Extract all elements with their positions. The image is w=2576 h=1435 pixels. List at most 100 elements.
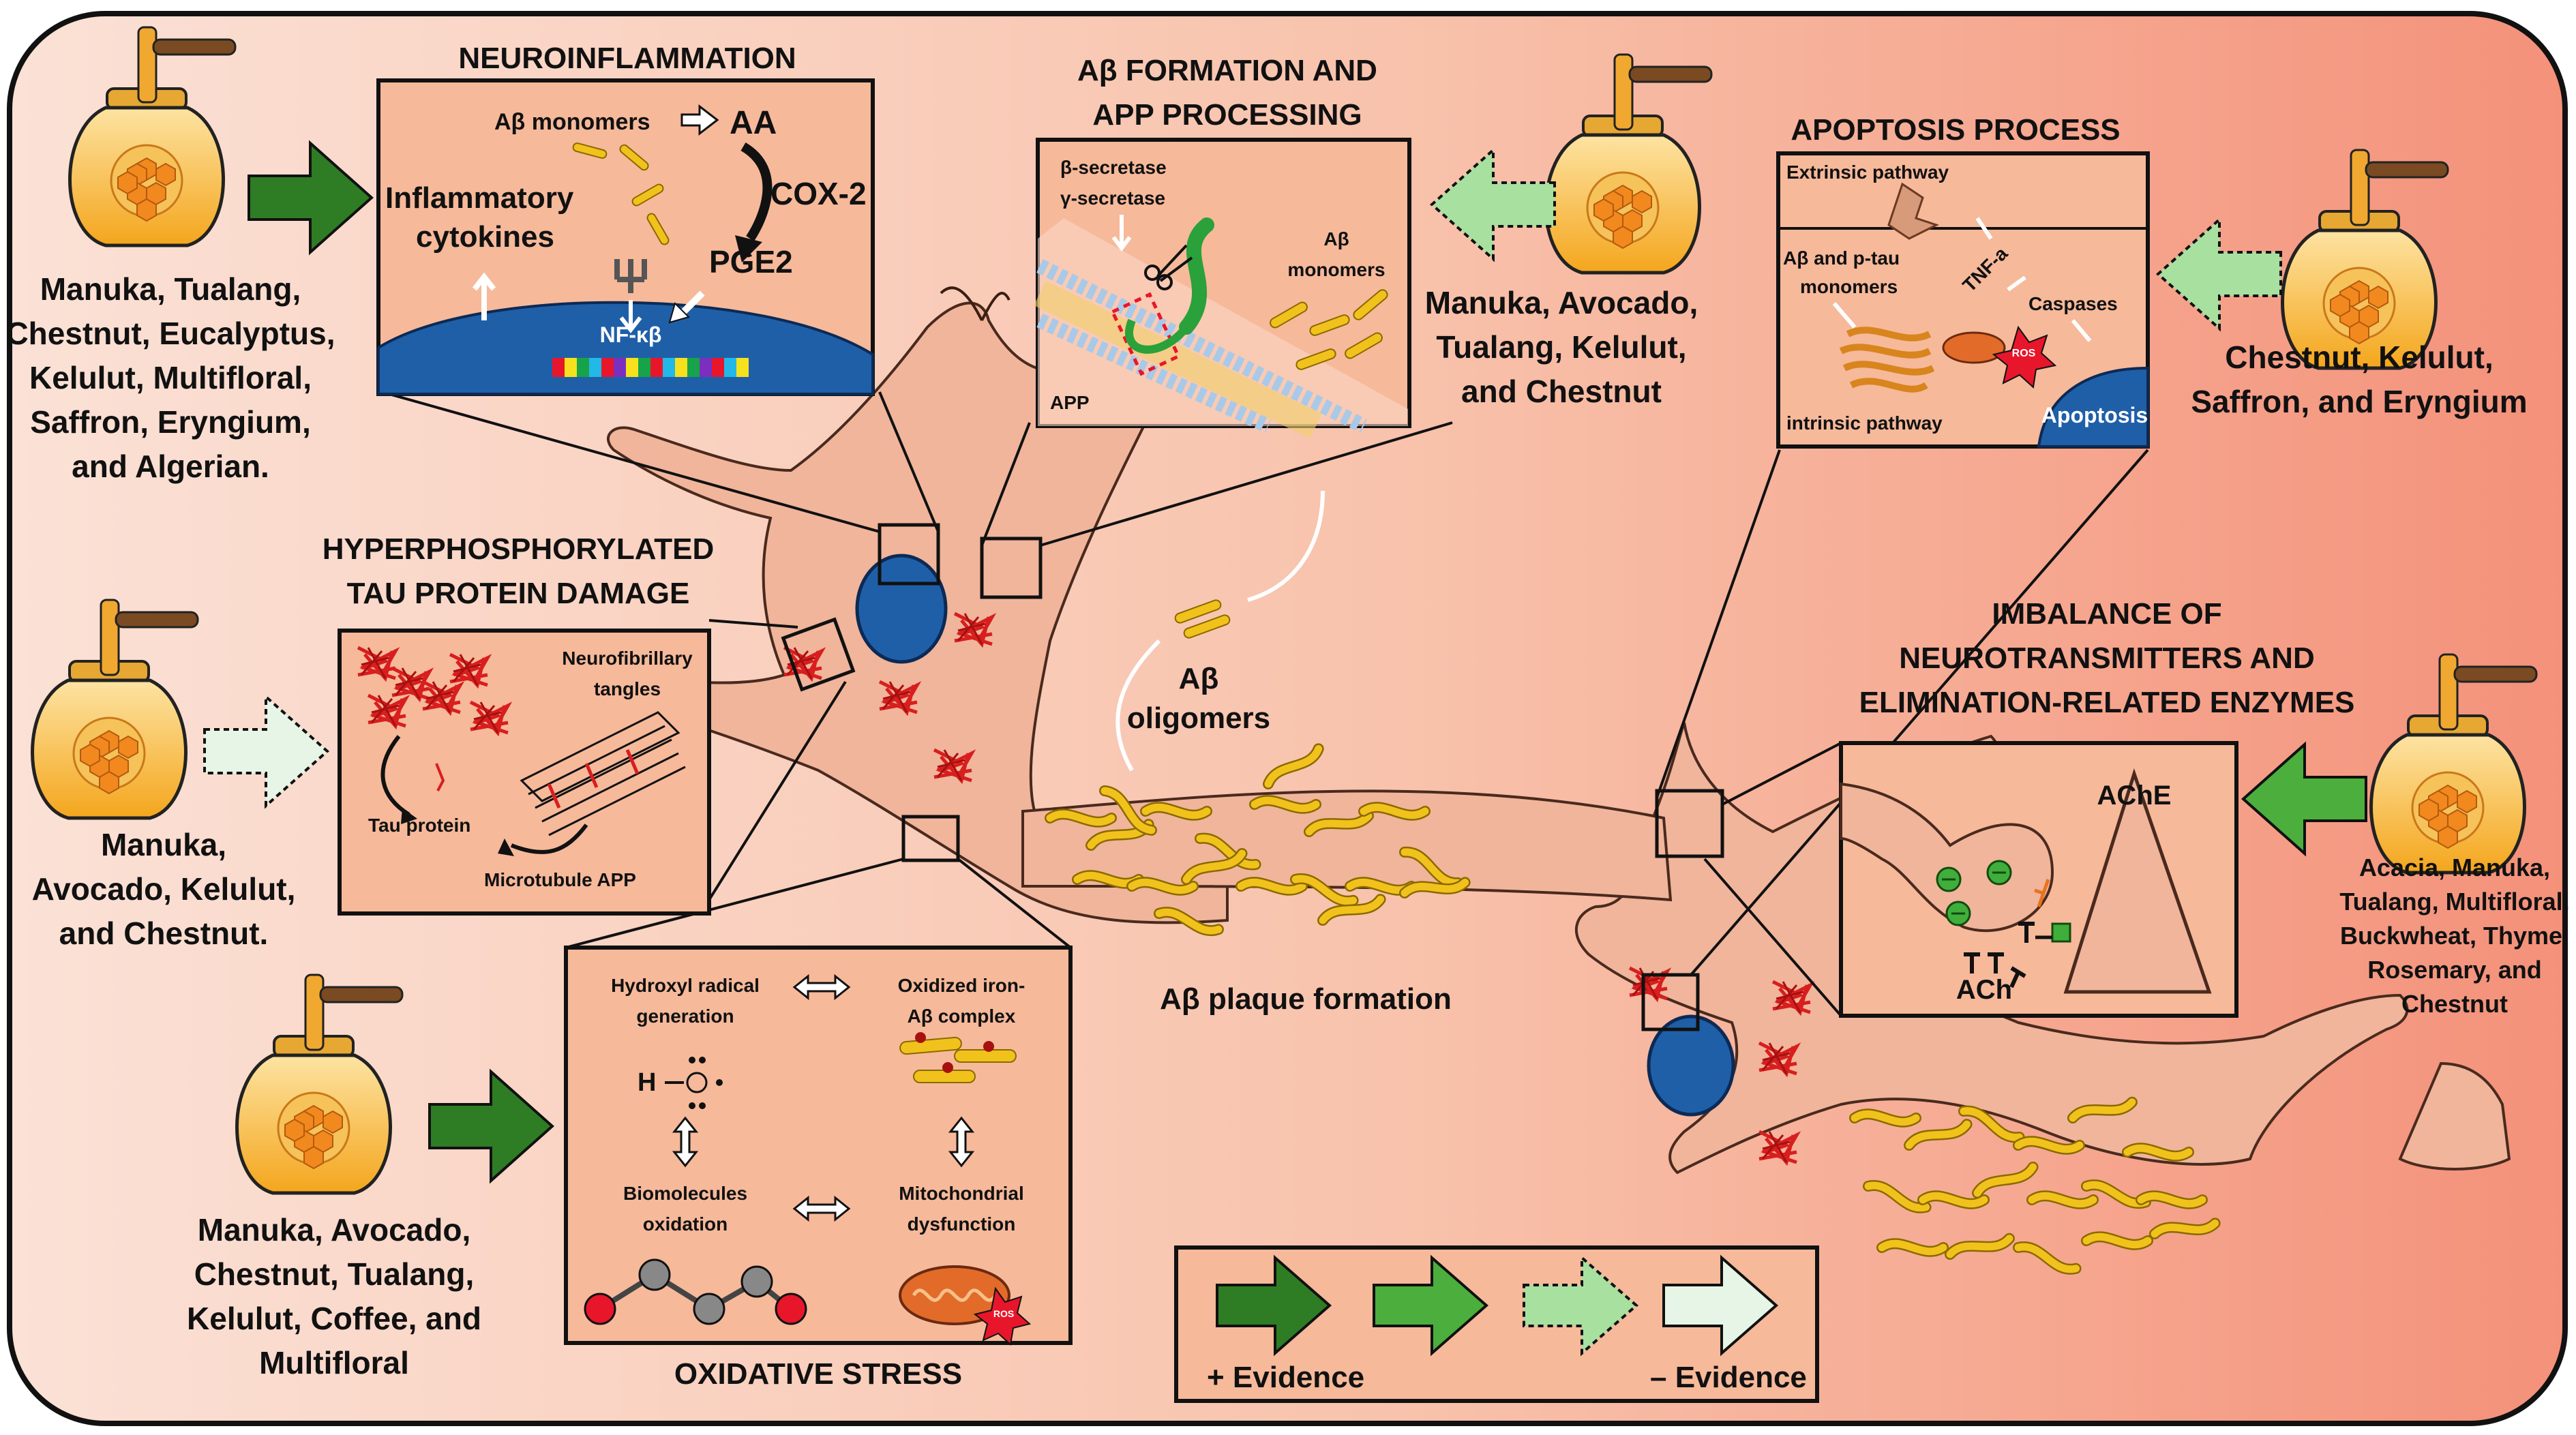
scissors-icon	[2034, 879, 2050, 907]
honey-list-oxidative: Manuka, Avocado, Chestnut, Tualang, Kelu…	[187, 1212, 481, 1380]
ab-monomers-label: Aβ monomers	[494, 109, 650, 135]
postsynaptic-neuron	[2063, 768, 2212, 994]
ros-burst-icon	[973, 1286, 1032, 1346]
honey-list-neurotransmitters: Acacia, Manuka, Tualang, Multifloral, Bu…	[2339, 854, 2569, 1018]
bidirectional-arrow-icon	[672, 1116, 699, 1168]
honey-list-line: Manuka,	[101, 827, 226, 862]
honey-list-line: Multifloral	[259, 1345, 409, 1380]
honey-list-line: Chestnut	[2401, 990, 2508, 1018]
beta-secretase-label: β-secretase	[1060, 157, 1167, 178]
oligomers-label: oligomers	[1127, 701, 1270, 735]
honey-list-line: Manuka, Avocado,	[198, 1212, 470, 1248]
honey-list-tau: Manuka, Avocado, Kelulut, and Chestnut.	[32, 827, 296, 951]
tau-title: HYPERPHOSPHORYLATED	[323, 532, 715, 566]
biomolecule-label: oxidation	[643, 1213, 728, 1235]
arrow-icon	[680, 104, 719, 136]
honey-list-line: Kelulut, Coffee, and	[187, 1301, 481, 1336]
ab-ptau-label: Aβ and p-tau	[1783, 247, 1900, 269]
pge2-label: PGE2	[709, 244, 793, 280]
iron-ab-complex-icon	[899, 1032, 1017, 1083]
monomer-arrow	[1247, 490, 1325, 602]
monomers-label: monomers	[1287, 259, 1385, 280]
ach-label: ACh	[1956, 975, 2012, 1005]
honey-list-ab-formation: Manuka, Avocado, Tualang, Kelulut, and C…	[1425, 285, 1698, 409]
app-protein-icon	[1179, 217, 1214, 335]
scissors-icon	[1144, 244, 1193, 290]
evidence-arrow-none	[203, 693, 330, 809]
honey-list-line: and Chestnut	[1461, 374, 1662, 409]
neuron-right	[1575, 722, 2409, 1175]
honey-list-line: Manuka, Tualang,	[40, 271, 301, 307]
honey-list-line: Acacia, Manuka,	[2359, 854, 2550, 881]
tau-title: TAU PROTEIN DAMAGE	[347, 577, 690, 610]
receptor-icon	[614, 259, 647, 293]
cell-icon	[1887, 182, 1939, 240]
hydrogen-label: H	[638, 1068, 656, 1097]
honey-list-line: Manuka, Avocado,	[1425, 285, 1698, 320]
iron-complex-label: Oxidized iron-	[898, 975, 1025, 996]
hydroxyl-label: Hydroxyl radical	[611, 975, 760, 996]
honey-list-line: Saffron, and Eryngium	[2191, 384, 2527, 419]
honey-list-line: Chestnut, Kelulut,	[2225, 339, 2493, 375]
legend-arrow-strong	[1216, 1254, 1332, 1357]
biomolecule-label: Biomolecules	[623, 1183, 747, 1204]
microtubule-icon	[520, 711, 686, 836]
honey-list-line: Chestnut, Eucalyptus,	[5, 316, 335, 351]
honey-list-line: Saffron, Eryngium,	[30, 404, 310, 440]
honey-list-line: Buckwheat, Thyme,	[2340, 922, 2569, 950]
ab-ptau-label: monomers	[1800, 276, 1898, 297]
honey-list-line: Tualang, Kelulut,	[1436, 329, 1686, 365]
legend-arrow-weak	[1523, 1254, 1639, 1357]
cytokines-label: cytokines	[416, 220, 554, 254]
acetylcholine-icons	[1964, 922, 2035, 988]
extrinsic-label: Extrinsic pathway	[1786, 162, 1949, 183]
apoptosis-label: Apoptosis	[2041, 403, 2148, 427]
ros-label: ROS	[993, 1308, 1014, 1319]
inflammatory-label: Inflammatory	[385, 181, 574, 215]
er-icon	[1839, 327, 1935, 393]
honey-list-line: and Algerian.	[72, 449, 269, 484]
plaque-label: Aβ plaque formation	[1160, 982, 1452, 1016]
neurotransmitter-title: NEUROTRANSMITTERS AND	[1899, 641, 2314, 675]
iron-complex-label: Aβ complex	[908, 1006, 1016, 1027]
legend-arrow-medium	[1373, 1254, 1489, 1357]
legend-arrow-none	[1662, 1254, 1779, 1357]
arrow-icon	[472, 272, 496, 320]
legend-plus-label: + Evidence	[1207, 1361, 1364, 1394]
neurotransmitter-title: IMBALANCE OF	[1992, 597, 2221, 631]
honey-list-line: Tualang, Multifloral,	[2339, 888, 2569, 916]
tangles-label: Neurofibrillary	[562, 648, 693, 669]
mito-label: Mitochondrial	[899, 1183, 1024, 1204]
arrow-icon	[619, 300, 642, 333]
evidence-legend: + Evidence – Evidence	[1174, 1245, 1819, 1403]
intrinsic-label: intrinsic pathway	[1786, 412, 1943, 434]
honey-list-line: Chestnut, Tualang,	[194, 1256, 475, 1292]
neuroinflammation-title: NEUROINFLAMMATION	[458, 42, 796, 75]
tau-protein-label: Tau protein	[368, 815, 470, 836]
ros-label: ROS	[2012, 348, 2036, 359]
zoom-markers	[781, 523, 1724, 1031]
nucleus-icon	[1647, 1014, 1735, 1117]
membrane-icon	[1034, 259, 1367, 439]
zoom-connectors	[381, 391, 2149, 1017]
ab-formation-title: APP PROCESSING	[1092, 98, 1362, 132]
honey-list-apoptosis: Chestnut, Kelulut, Saffron, and Eryngium	[2191, 339, 2527, 419]
caspases-label: Caspases	[2028, 293, 2118, 314]
axon-terminal	[2398, 1061, 2511, 1170]
gamma-secretase-label: γ-secretase	[1060, 187, 1165, 209]
ab-formation-title: Aβ FORMATION AND	[1077, 54, 1377, 87]
neurotransmitter-title: ELIMINATION-RELATED ENZYMES	[1859, 686, 2355, 719]
bidirectional-arrow-icon	[948, 1116, 975, 1168]
mito-label: dysfunction	[908, 1213, 1016, 1235]
mitochondrion-icon	[1942, 331, 2006, 364]
legend-minus-label: – Evidence	[1650, 1361, 1807, 1394]
app-label: APP	[1050, 392, 1090, 413]
cox2-label: COX-2	[770, 176, 867, 211]
ache-label: AChE	[2097, 781, 2172, 811]
oligomer-arrow	[1115, 639, 1161, 772]
ros-burst-icon	[1992, 325, 2057, 389]
cox-arrow	[740, 142, 773, 241]
bidirectional-arrow-icon	[792, 973, 851, 1001]
oligomers-label: Aβ	[1179, 662, 1219, 695]
